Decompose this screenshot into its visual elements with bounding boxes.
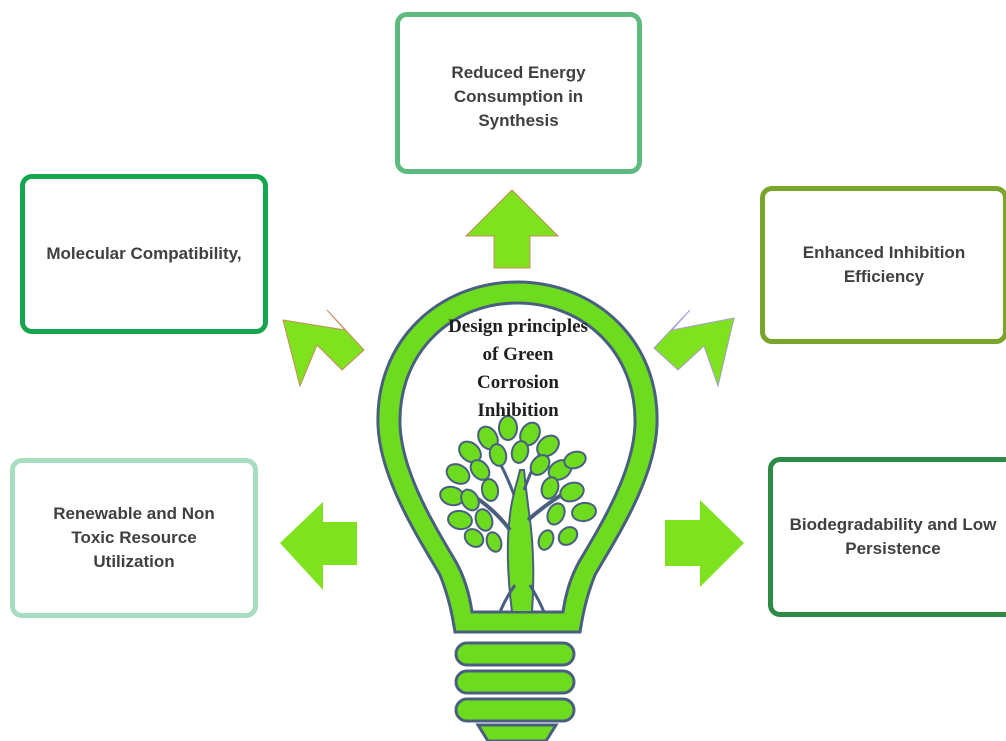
box-enhanced-inhibition: Enhanced Inhibition Efficiency [760, 186, 1006, 344]
box-molecular-compatibility-label: Molecular Compatibility, [46, 244, 242, 263]
box-reduced-energy-label: Reduced Energy Consumption in Synthesis [451, 63, 586, 130]
arrow-up-right-icon [653, 309, 735, 388]
box-molecular-compatibility: Molecular Compatibility, [20, 174, 268, 334]
arrow-left-icon [280, 502, 357, 590]
arrow-right-icon [665, 500, 744, 587]
box-reduced-energy: Reduced Energy Consumption in Synthesis [395, 12, 642, 174]
tree-icon [439, 415, 597, 613]
box-biodegradability-label: Biodegradability and Low Persistence [789, 515, 997, 558]
box-biodegradability: Biodegradability and Low Persistence [768, 457, 1006, 617]
arrow-up-icon [464, 189, 560, 269]
box-renewable-resource-label: Renewable and Non Toxic Resource Utiliza… [53, 504, 215, 571]
box-enhanced-inhibition-label: Enhanced Inhibition Efficiency [802, 243, 966, 286]
box-renewable-resource: Renewable and Non Toxic Resource Utiliza… [10, 458, 258, 618]
center-title: Design principles of Green Corrosion Inh… [448, 316, 588, 421]
arrow-up-left-icon [282, 309, 365, 388]
